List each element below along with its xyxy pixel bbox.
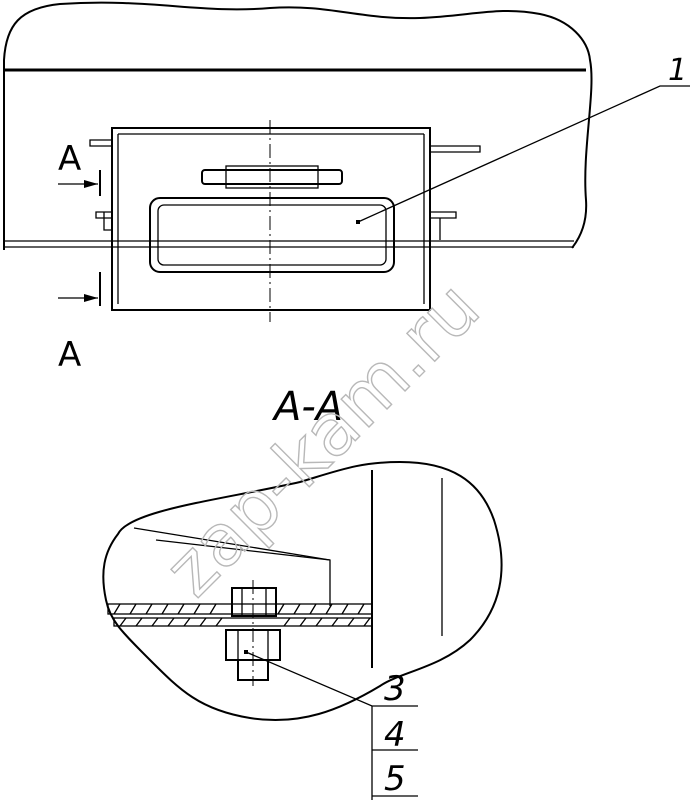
cut-plane-marks [58, 170, 101, 306]
callout-5: 5 [384, 759, 406, 799]
watermark: zap-kam.ru [149, 265, 496, 612]
left-bracket [89, 139, 112, 231]
hatched-plates [107, 603, 373, 627]
housing-break-outline [3, 1, 593, 250]
cut-letter-top: A [58, 139, 81, 179]
top-view [3, 1, 690, 322]
section-view-title: А-А [271, 384, 343, 430]
section-view [102, 460, 503, 800]
section-break-outline [102, 460, 503, 722]
callout-4: 4 [384, 715, 406, 755]
right-bracket [430, 145, 481, 240]
cover-plate [111, 127, 431, 311]
leader-1 [357, 85, 690, 223]
handle-bar [201, 169, 343, 185]
window-frame-inner [157, 204, 387, 266]
window-frame-outer [149, 197, 395, 273]
sloped-plate-lower [155, 539, 331, 561]
handle-bar-inner [225, 165, 319, 189]
bolt-assembly [225, 580, 281, 686]
callout-3: 3 [384, 669, 406, 709]
callout-1: 1 [668, 53, 687, 88]
cut-letter-bottom: A [58, 335, 81, 375]
